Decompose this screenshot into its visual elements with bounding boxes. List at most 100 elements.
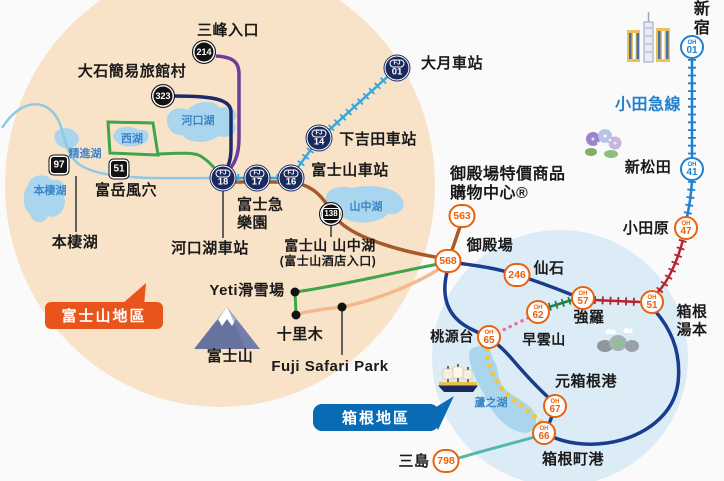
badge-fj16-prefix: FJ: [283, 169, 298, 178]
stop-label-jurigi: 十里木: [276, 326, 324, 344]
badge-fj16-number: 16: [285, 176, 297, 188]
railway-label-odakyu: 小田急線: [614, 96, 682, 114]
station-label-odawara: 小田原: [622, 220, 670, 238]
label-connectors: [75, 176, 343, 355]
badge-fj18-prefix: FJ: [215, 169, 230, 178]
mount-fuji-icon: [194, 307, 260, 349]
station-label-otsuki: 大月車站: [420, 55, 484, 73]
badge-fj14-prefix: FJ: [311, 129, 326, 138]
port-label-motohakone: 元箱根港: [554, 373, 618, 391]
badge-oh41-number: 41: [686, 166, 698, 178]
ropeway-line: [497, 316, 530, 334]
station-label-shinjuku: 新宿: [693, 1, 711, 37]
badge-route-568: 568: [434, 249, 462, 273]
stop-label-fujisan-yamanakako: 富士山 山中湖: [284, 237, 376, 254]
badge-oh65-prefix: OH: [484, 329, 494, 336]
badge-oh51-prefix: OH: [647, 294, 657, 301]
station-label-fujisan: 富士山車站: [311, 162, 389, 180]
owakudani-rocks-icon: [597, 327, 639, 352]
stop-sublabel-fujisan-hotel-entrance: (富士山酒店入口): [279, 253, 377, 268]
badge-route-97: 97: [48, 154, 70, 176]
badge-oh01-number: 01: [686, 44, 698, 56]
station-label-hakone-yumoto: 箱根湯本: [676, 303, 708, 338]
badge-oh62-number: 62: [532, 309, 544, 321]
hakone-area-circle: [432, 230, 688, 481]
badge-oh66-number: 66: [538, 430, 550, 442]
badge-route-138: 138: [319, 202, 343, 226]
badge-bus-323: 323: [151, 84, 175, 108]
station-label-sounzan: 早雲山: [522, 331, 566, 348]
badge-fj01-number: 01: [391, 66, 403, 78]
retro-bus-line: [0, 103, 215, 180]
stop-label-mitsutoge-entrance: 三峰入口: [196, 22, 260, 40]
safari-stop-dot: [337, 302, 347, 312]
lake-shojiko: [54, 128, 79, 149]
badge-route-798: 798: [432, 449, 460, 473]
place-label-yeti-ski: Yeti滑雪場: [209, 282, 285, 300]
lake-motosuko: [23, 175, 66, 223]
station-label-gora: 強羅: [573, 309, 605, 327]
jurigi-stop-dot: [291, 310, 301, 320]
yeti-stop-dot: [290, 287, 300, 297]
stop-label-oishi-village: 大石簡易旅館村: [77, 63, 187, 81]
hakone-tozan-railway: [593, 238, 687, 306]
fuji-region-pointer: [122, 283, 146, 306]
badge-oh57-number: 57: [577, 295, 589, 307]
badge-route-246: 246: [503, 263, 531, 287]
badge-oh51-number: 51: [646, 299, 658, 311]
lake-kawaguchiko: [166, 101, 237, 142]
badge-oh65-number: 65: [483, 334, 495, 346]
place-label-mt-fuji: 富士山: [206, 348, 254, 366]
badge-oh67-number: 67: [549, 403, 561, 415]
place-label-fujikyu-highland: 富士急 樂園: [237, 196, 284, 231]
station-label-shin-matsuda: 新松田: [624, 159, 672, 177]
station-label-shimoyoshida: 下吉田車站: [339, 131, 417, 149]
lake-label-saiko: 西湖: [121, 133, 143, 145]
station-label-mishima: 三島: [398, 453, 430, 471]
place-label-fugaku-wind-cave: 富岳風穴: [94, 182, 158, 200]
station-label-kawaguchiko: 河口湖車站: [171, 240, 249, 258]
hydrangea-icon: [585, 129, 622, 158]
lake-yamanakako: [325, 186, 404, 223]
lake-label-ashinoko: 蘆之湖: [474, 397, 508, 409]
fuji-region-badge: 富士山地區: [45, 302, 163, 329]
teal-bus-line: [458, 434, 539, 460]
bus-stop-dots: [290, 287, 347, 320]
place-label-gotemba-outlet: 御殿場特價商品 購物中心®: [450, 166, 566, 202]
lake-saiko: [112, 126, 149, 147]
hakone-region-badge: 箱根地區: [313, 404, 439, 431]
stop-label-sengoku: 仙石: [533, 260, 565, 278]
lake-label-motosuko: 本棲湖: [33, 185, 67, 197]
sightseeing-ship-icon: [438, 364, 478, 392]
badge-fj17-number: 17: [251, 176, 263, 188]
purple-bus-line: [215, 54, 241, 174]
lake-label-kawaguchiko: 河口湖: [181, 115, 215, 127]
place-label-fuji-safari-park: Fuji Safari Park: [271, 358, 389, 376]
boat-route-line: [484, 346, 545, 426]
badge-oh57-prefix: OH: [578, 290, 588, 297]
badge-oh66-prefix: OH: [539, 425, 549, 432]
badge-oh67-prefix: OH: [550, 398, 560, 405]
badge-oh62-prefix: OH: [533, 304, 543, 311]
peach-bus-line: [296, 263, 447, 316]
badge-fj17-prefix: FJ: [249, 169, 264, 178]
lake-label-yamanakako: 山中湖: [349, 201, 383, 213]
station-label-togendai: 桃源台: [430, 328, 474, 345]
place-label-motosuko: 本棲湖: [51, 234, 99, 252]
badge-route-563: 563: [448, 204, 476, 228]
badge-fj14-number: 14: [313, 136, 325, 148]
badge-oh01-prefix: OH: [687, 39, 697, 46]
